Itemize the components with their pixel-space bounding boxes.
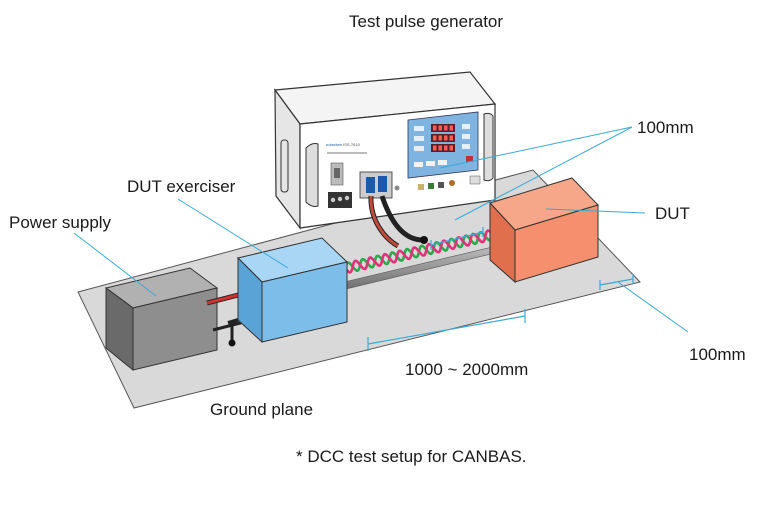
caption: * DCC test setup for CANBAS.: [296, 447, 527, 466]
dut-box: [489, 177, 599, 284]
leader-line-gap-right: [617, 281, 689, 333]
generator-model-text: ISS-7610: [343, 142, 360, 147]
label-test-pulse-generator: Test pulse generator: [349, 12, 503, 31]
leader-line-power-supply: [73, 232, 157, 297]
leader-line-ground: [439, 126, 633, 169]
test-pulse-generator: noiseken ISS-7610: [273, 71, 497, 230]
dimension-gap-right: [599, 274, 634, 290]
label-dut: DUT: [655, 204, 690, 223]
leader-line-dut: [545, 208, 646, 214]
dimension-length: [367, 309, 526, 351]
label-harness-length: 1000 ~ 2000mm: [405, 360, 528, 379]
label-dut-exerciser: DUT exerciser: [127, 177, 236, 196]
power-supply-box: [104, 267, 219, 372]
leader-line-exerciser: [177, 198, 289, 269]
label-ground-plane: Ground plane: [210, 400, 313, 419]
label-gap-top: 100mm: [637, 118, 694, 137]
label-gap-right: 100mm: [689, 345, 746, 364]
dimension-gap-top: [430, 227, 484, 250]
dut-exerciser-box: [237, 237, 349, 344]
label-power-supply: Power supply: [9, 213, 112, 232]
generator-brand: noiseken ISS-7610: [326, 142, 361, 147]
generator-brand-text: noiseken: [326, 142, 343, 147]
generator-output-cables: [368, 195, 428, 249]
leader-line-gap-top: [454, 126, 633, 221]
